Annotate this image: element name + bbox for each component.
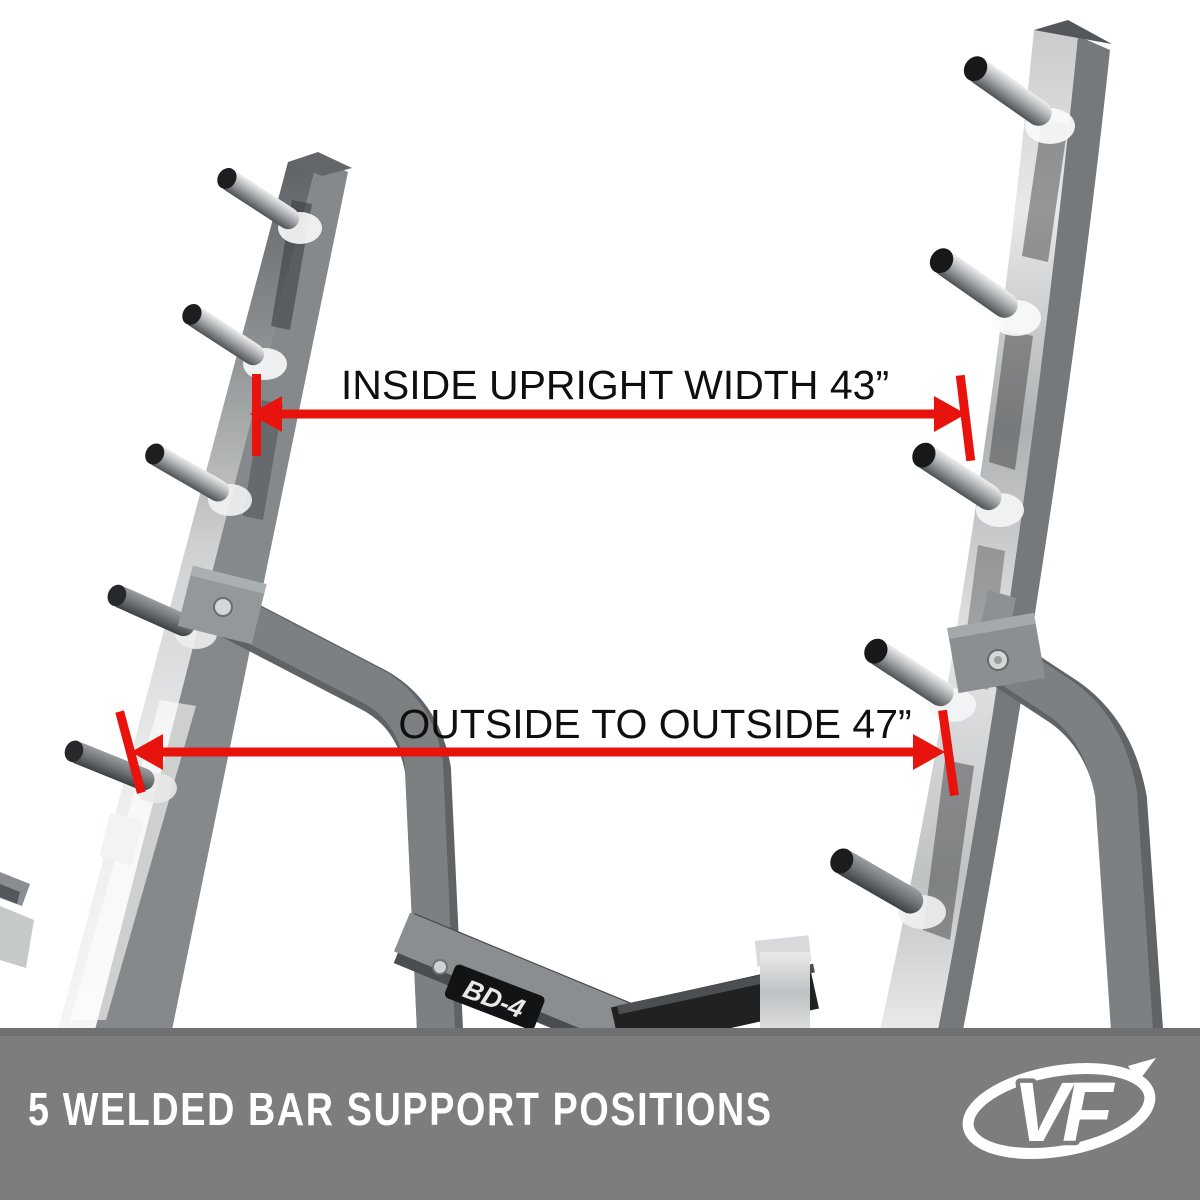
bracket-bolt — [213, 597, 233, 617]
left-upright-top-cap — [288, 152, 352, 176]
bar-support-peg — [963, 56, 1052, 126]
dimension-inside-upright-width: INSIDE UPRIGHT WIDTH 43” — [250, 362, 976, 462]
dimension-label: INSIDE UPRIGHT WIDTH 43” — [341, 362, 889, 408]
bar-support-peg — [107, 584, 195, 637]
dimension-label: OUTSIDE TO OUTSIDE 47” — [398, 701, 911, 747]
weld-streak — [989, 330, 1033, 470]
bar-support-peg — [64, 740, 155, 791]
frame-beam — [393, 912, 643, 1048]
arrowhead-right — [913, 734, 945, 770]
weld-streak — [243, 400, 283, 520]
bar-support-peg — [217, 167, 300, 230]
chrome-bracket — [760, 952, 810, 1034]
banner-title: 5 WELDED BAR SUPPORT POSITIONS — [28, 1083, 773, 1134]
bracket-bolt-center — [994, 656, 1002, 664]
bar-support-peg — [145, 443, 229, 502]
right-upright-side-face — [938, 36, 1110, 1030]
dimension-outside-to-outside: OUTSIDE TO OUTSIDE 47” — [115, 701, 959, 797]
bar-support-peg — [182, 303, 265, 366]
arrowhead-left — [131, 734, 163, 770]
bar-support-peg — [864, 638, 954, 707]
weld-streak — [1022, 120, 1068, 262]
vf-logo-swoosh — [962, 1062, 1156, 1160]
dimension-tick-left — [252, 374, 261, 456]
arrowhead-left — [250, 396, 282, 432]
vf-logo-text: VF — [1013, 1065, 1116, 1159]
bar-support-peg — [912, 442, 1002, 511]
vf-logo-swoosh-tip — [1128, 1058, 1156, 1082]
right-upright-top-cap — [1034, 20, 1112, 44]
right-upright-chrome-face — [880, 30, 1078, 1030]
right-bar-support-pegs — [830, 56, 1052, 914]
weld-streak — [923, 760, 974, 940]
adjacent-rack-fragment — [0, 872, 34, 968]
bar-support-peg — [830, 848, 924, 914]
banner-title-wrap: 5 WELDED BAR SUPPORT POSITIONS — [28, 1083, 773, 1134]
dimension-tick-right — [955, 374, 976, 462]
leg-tube — [205, 587, 455, 1031]
bar-support-peg — [929, 248, 1018, 318]
footer-banner: 5 WELDED BAR SUPPORT POSITIONS VF — [0, 1028, 1200, 1200]
left-support-leg — [177, 565, 463, 1032]
upright-sticker — [99, 813, 143, 865]
arrowhead-right — [934, 396, 966, 432]
leg-tube — [972, 630, 1153, 1032]
banner-background — [0, 1028, 1200, 1200]
frame-bolt — [432, 959, 448, 975]
right-support-leg — [947, 590, 1163, 1032]
dimension-tick-right — [938, 709, 959, 797]
left-bar-support-pegs — [64, 167, 300, 791]
dimension-tick-left — [115, 710, 146, 794]
banner-top-shadow — [0, 1028, 1200, 1036]
